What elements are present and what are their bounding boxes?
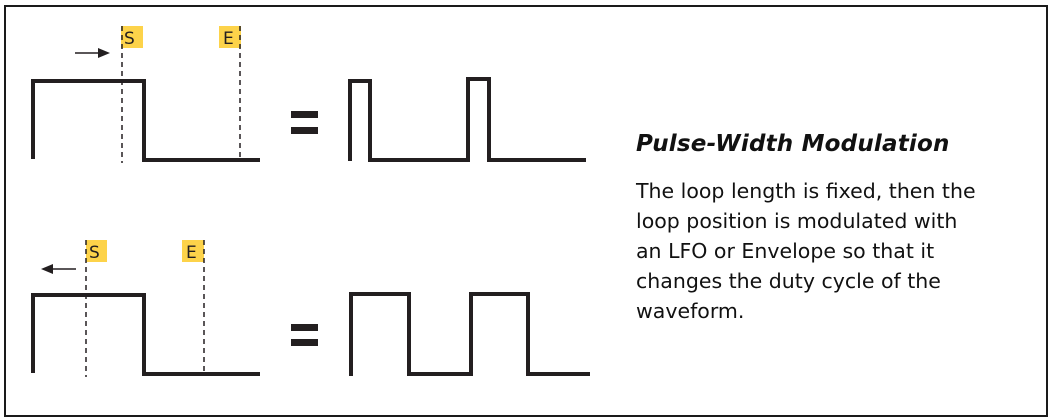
top-end-marker-label: E — [223, 29, 234, 49]
bottom-end-marker-box — [182, 240, 204, 262]
diagram-title: Pulse-Width Modulation — [636, 131, 950, 157]
bottom-row-diagram: S E — [31, 240, 590, 377]
bottom-start-marker-label: S — [89, 243, 100, 263]
figure-frame — [4, 5, 1048, 417]
top-source-waveform — [31, 79, 260, 162]
description-line: changes the duty cycle of the — [636, 269, 941, 293]
description-line: loop position is modulated with — [636, 209, 958, 233]
top-row-diagram: S E — [31, 26, 586, 163]
bottom-equals-icon — [291, 324, 318, 346]
arrow-left-icon — [41, 264, 76, 274]
description-line: an LFO or Envelope so that it — [636, 239, 935, 263]
description-line: waveform. — [636, 299, 745, 323]
bottom-source-waveform — [31, 293, 260, 376]
bottom-start-marker-box — [86, 240, 107, 262]
bottom-result-waveform — [349, 292, 590, 376]
arrow-right-icon — [75, 48, 110, 58]
bottom-end-marker-label: E — [186, 243, 197, 263]
top-result-waveform — [348, 77, 586, 162]
top-equals-icon — [291, 111, 318, 134]
top-end-marker-box — [219, 26, 241, 48]
diagram-description: The loop length is fixed, then the loop … — [636, 176, 1048, 326]
top-start-marker-label: S — [124, 29, 135, 49]
top-start-marker-box — [121, 26, 143, 48]
description-line: The loop length is fixed, then the — [636, 179, 976, 203]
